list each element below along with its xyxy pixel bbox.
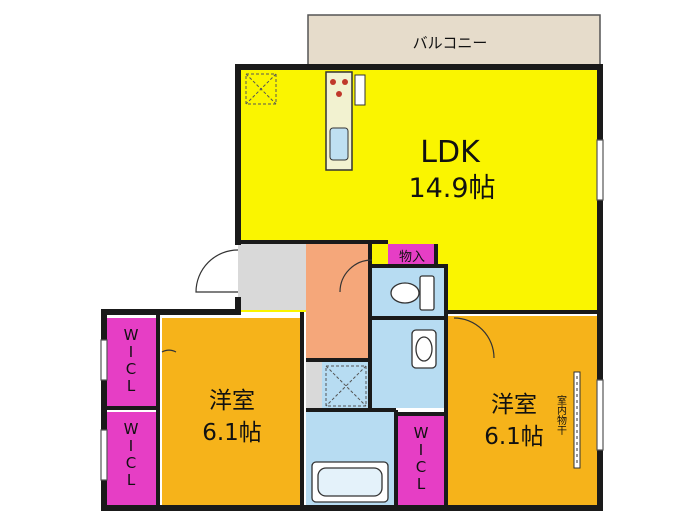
- balcony-area: [307, 14, 601, 68]
- wic-letter: I: [129, 343, 133, 361]
- bedroom-left-name: 洋室: [209, 388, 255, 414]
- ldk-size: 14.9帖: [408, 173, 495, 204]
- balcony-label: バルコニー: [413, 34, 488, 52]
- kitchen-stove-icon: [330, 79, 348, 97]
- bedroom-right-size: 6.1帖: [484, 424, 544, 450]
- wic-letter: L: [127, 377, 136, 395]
- wic-letter: I: [419, 441, 423, 459]
- walk-in-closet-2: [104, 412, 158, 506]
- toilet-icon: [390, 275, 435, 311]
- storage-area: [388, 244, 436, 266]
- walk-in-closet-3: [398, 416, 444, 506]
- walk-in-closet-1: [104, 318, 158, 406]
- wic-letter: C: [126, 454, 136, 472]
- bathtub-icon: [311, 461, 389, 503]
- hall-strip: [306, 360, 322, 410]
- bedroom-left-size: 6.1帖: [202, 420, 262, 446]
- storage-label: 物入: [399, 250, 425, 265]
- wic-letter: W: [124, 326, 139, 344]
- washing-machine-space-icon: [325, 365, 367, 407]
- wic-letter: L: [417, 475, 426, 493]
- wic-letter: W: [414, 424, 429, 442]
- bedroom-right-name: 洋室: [491, 392, 537, 418]
- corridor-area: [306, 242, 370, 360]
- bedroom-left: [162, 318, 302, 506]
- walls: [101, 64, 603, 511]
- door-swing-icon: [161, 249, 495, 359]
- washbasin-icon: [411, 329, 437, 369]
- entrance-area: [238, 242, 306, 310]
- indoor-drying-rail-icon: [573, 371, 581, 469]
- wic-letter: C: [126, 360, 136, 378]
- wic-letter: I: [129, 437, 133, 455]
- kitchen-sink-icon: [329, 127, 349, 161]
- interior-walls: [104, 240, 600, 508]
- indoor-drying-label: 室内物干: [555, 394, 567, 436]
- ldk-name: LDK: [420, 135, 481, 170]
- wic-letter: W: [124, 420, 139, 438]
- wic-letter: L: [127, 471, 136, 489]
- window-icon: [100, 139, 604, 481]
- range-hood: [354, 74, 366, 106]
- refrigerator-space-icon: [245, 73, 277, 105]
- wic-letter: C: [416, 458, 426, 476]
